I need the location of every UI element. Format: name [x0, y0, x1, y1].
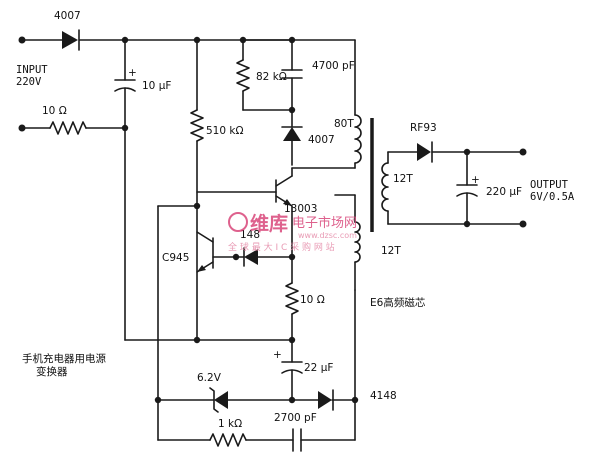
- cap-22-label: 22 µF: [304, 362, 333, 374]
- output-spec-label: 6V/0.5A: [530, 191, 575, 203]
- diode-d4: [318, 389, 334, 411]
- capacitor-output-220uf: [456, 151, 478, 225]
- cap-input-plus: +: [128, 67, 137, 79]
- junction-dot: [288, 396, 296, 404]
- watermark-logo-icon: [228, 212, 248, 232]
- junction-dot: [288, 253, 296, 261]
- watermark-title: 电子市场网: [292, 215, 357, 231]
- cap-22-plus: +: [273, 349, 282, 361]
- transistor-q2-label: C945: [162, 252, 189, 264]
- watermark-slogan: 全 球 最 大 I C 采 购 网 站: [228, 241, 335, 253]
- primary-winding-80t: [291, 39, 362, 169]
- input-voltage-label: 220V: [16, 76, 42, 88]
- watermark-url: www.dzsc.com: [298, 231, 357, 240]
- cap-out-plus: +: [471, 174, 480, 186]
- coil-80t-label: 80T: [334, 118, 354, 130]
- diode-d3-label: 148: [240, 229, 260, 241]
- diode-d1-label: 4007: [54, 10, 81, 22]
- input-label: INPUT: [16, 64, 48, 76]
- output-label: OUTPUT: [530, 179, 569, 191]
- transistor-q1-13003: [196, 167, 293, 259]
- resistor-510k-label: 510 kΩ: [206, 125, 243, 137]
- junction-dot: [232, 253, 240, 261]
- capacitor-22uf: [281, 339, 303, 401]
- input-terminal-top: [18, 36, 26, 44]
- transistor-q1-label: 13003: [284, 203, 317, 215]
- diode-rf93-label: RF93: [410, 122, 437, 134]
- resistor-input-label: 10 Ω: [42, 105, 67, 117]
- resistor-emitter-label: 10 Ω: [300, 294, 325, 306]
- resistor-input: [21, 121, 126, 135]
- output-terminal-negative: [519, 220, 527, 228]
- watermark: 维库 电子市场网 www.dzsc.com 全 球 最 大 I C 采 购 网 …: [228, 212, 357, 253]
- resistor-emitter-10: [285, 257, 299, 341]
- watermark-brand: 维库: [250, 212, 288, 235]
- zener-label: 6.2V: [197, 372, 222, 384]
- snubber-network: [236, 39, 303, 111]
- cap-4700-label: 4700 pF: [312, 60, 355, 72]
- coil-12t-primary-label: 12T: [381, 245, 401, 257]
- junction-dot: [193, 336, 201, 344]
- transistor-q2-c945: [196, 231, 237, 273]
- title-line-1: 手机充电器用电源: [22, 352, 106, 365]
- cap-2700-label: 2700 pF: [274, 412, 317, 424]
- rc-feedback-bottom: [157, 399, 356, 452]
- diode-d1: [62, 29, 80, 51]
- resistor-82k-label: 82 kΩ: [256, 71, 287, 83]
- capacitor-input: [114, 39, 136, 341]
- zener-6v2: [209, 387, 228, 413]
- title-line-2: 变换器: [36, 365, 68, 378]
- bottom-rail: [157, 289, 356, 401]
- resistor-510k: [190, 39, 204, 341]
- diode-d4-label: 4148: [370, 390, 397, 402]
- feedback-winding-12t: [157, 194, 361, 401]
- diode-d2-label: 4007: [308, 134, 335, 146]
- diode-d3: [235, 247, 293, 267]
- output-terminal-positive: [519, 148, 527, 156]
- diode-rf93: [417, 141, 524, 163]
- resistor-1k-label: 1 kΩ: [218, 418, 242, 430]
- secondary-winding-12t: [381, 151, 524, 225]
- junction-dot: [121, 124, 129, 132]
- core-label: E6高频磁芯: [370, 296, 425, 309]
- coil-12t-secondary-label: 12T: [393, 173, 413, 185]
- cap-out-label: 220 µF: [486, 186, 522, 198]
- cap-input-label: 10 µF: [142, 80, 171, 92]
- diode-d2: [281, 109, 303, 166]
